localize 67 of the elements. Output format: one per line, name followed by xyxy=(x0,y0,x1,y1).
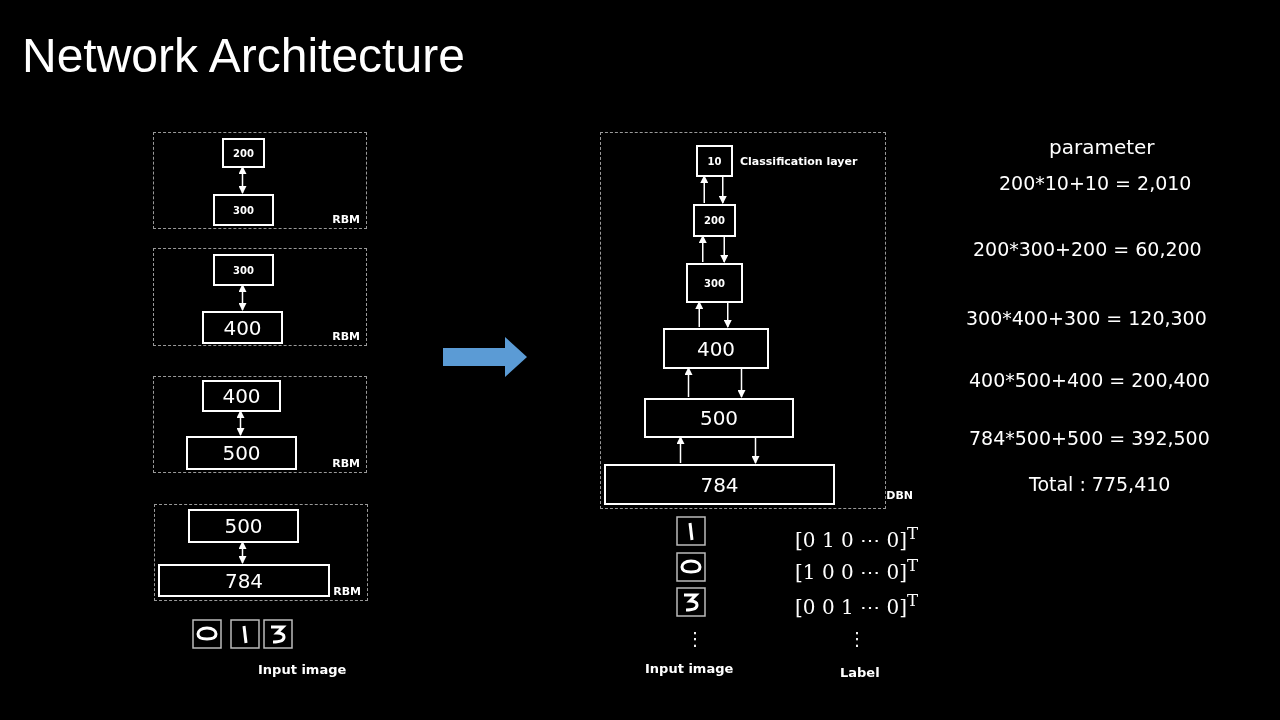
label-vector: [0 1 0 ⋯ 0]$^{T}$ xyxy=(795,524,919,552)
layer-box xyxy=(222,138,265,168)
arrow xyxy=(723,301,732,328)
ellipsis: ⋮ xyxy=(686,628,704,649)
layer-caption: Classification layer xyxy=(740,155,858,168)
parameter-formula: 300*400+300 = 120,300 xyxy=(966,307,1207,329)
layer-size: 400 xyxy=(222,384,261,408)
layer-box xyxy=(202,311,283,344)
layer-size: 300 xyxy=(233,264,254,276)
layer-size: 500 xyxy=(222,441,261,465)
arrow xyxy=(238,284,247,311)
arrow xyxy=(236,410,245,436)
parameter-formula: 784*500+500 = 392,500 xyxy=(969,427,1210,449)
group-label: DBN xyxy=(886,489,913,502)
layer-size: 784 xyxy=(224,568,264,593)
layer-box xyxy=(213,194,274,226)
group-label: RBM xyxy=(332,213,360,226)
arrow xyxy=(720,235,729,263)
layer-size: 400 xyxy=(696,336,736,361)
layer-size: 300 xyxy=(233,204,254,216)
arrow xyxy=(700,175,709,204)
layer-box xyxy=(663,328,769,369)
layer-box xyxy=(213,254,274,286)
layer-box xyxy=(188,509,299,543)
layer-size: 200 xyxy=(233,147,254,159)
heading: parameter xyxy=(1049,135,1155,159)
layer-box xyxy=(693,204,736,237)
arrow xyxy=(718,175,727,204)
layer-box xyxy=(186,436,297,470)
layer-box xyxy=(644,398,794,438)
arrow xyxy=(676,436,685,464)
dashed-group-frame xyxy=(153,132,367,229)
label-vector: [1 0 0 ⋯ 0]$^{T}$ xyxy=(795,556,919,584)
slide-title: Network Architecture xyxy=(22,30,465,83)
layer-box xyxy=(202,380,281,412)
ellipsis: ⋮ xyxy=(848,628,866,649)
parameter-total: Total : 775,410 xyxy=(1029,473,1171,495)
layer-size: 500 xyxy=(224,514,263,538)
parameter-formula: 200*10+10 = 2,010 xyxy=(999,172,1192,194)
arrow xyxy=(751,436,760,464)
layer-box xyxy=(158,564,330,597)
layer-size: 200 xyxy=(704,215,725,226)
group-label: RBM xyxy=(333,585,361,598)
arrow xyxy=(737,367,746,398)
caption: Input image xyxy=(258,662,347,677)
layer-size: 784 xyxy=(700,472,739,497)
dashed-group-frame xyxy=(154,504,368,601)
arrow xyxy=(238,166,247,194)
group-label: RBM xyxy=(332,457,360,470)
arrow xyxy=(698,235,707,263)
layer-box xyxy=(686,263,743,303)
dashed-group-frame xyxy=(153,248,367,346)
parameter-formula: 400*500+400 = 200,400 xyxy=(969,369,1210,391)
layer-size: 300 xyxy=(704,277,725,289)
layer-size: 10 xyxy=(707,155,722,167)
arrow xyxy=(238,541,247,564)
dashed-group-frame xyxy=(153,376,367,473)
layer-size: 500 xyxy=(699,406,739,430)
group-label: RBM xyxy=(332,330,360,343)
layer-box xyxy=(604,464,835,505)
arrow xyxy=(684,367,693,398)
layer-size: 400 xyxy=(223,315,262,340)
caption: Input image xyxy=(645,661,734,676)
parameter-formula: 200*300+200 = 60,200 xyxy=(973,238,1202,260)
label-vector: [0 0 1 ⋯ 0]$^{T}$ xyxy=(795,591,919,619)
caption: Label xyxy=(840,665,880,680)
arrow xyxy=(695,301,704,328)
